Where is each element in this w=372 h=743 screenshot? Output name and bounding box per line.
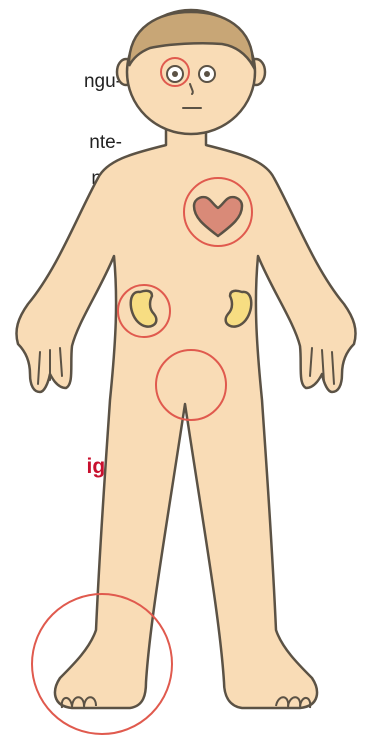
human-body-figure [0, 0, 372, 743]
